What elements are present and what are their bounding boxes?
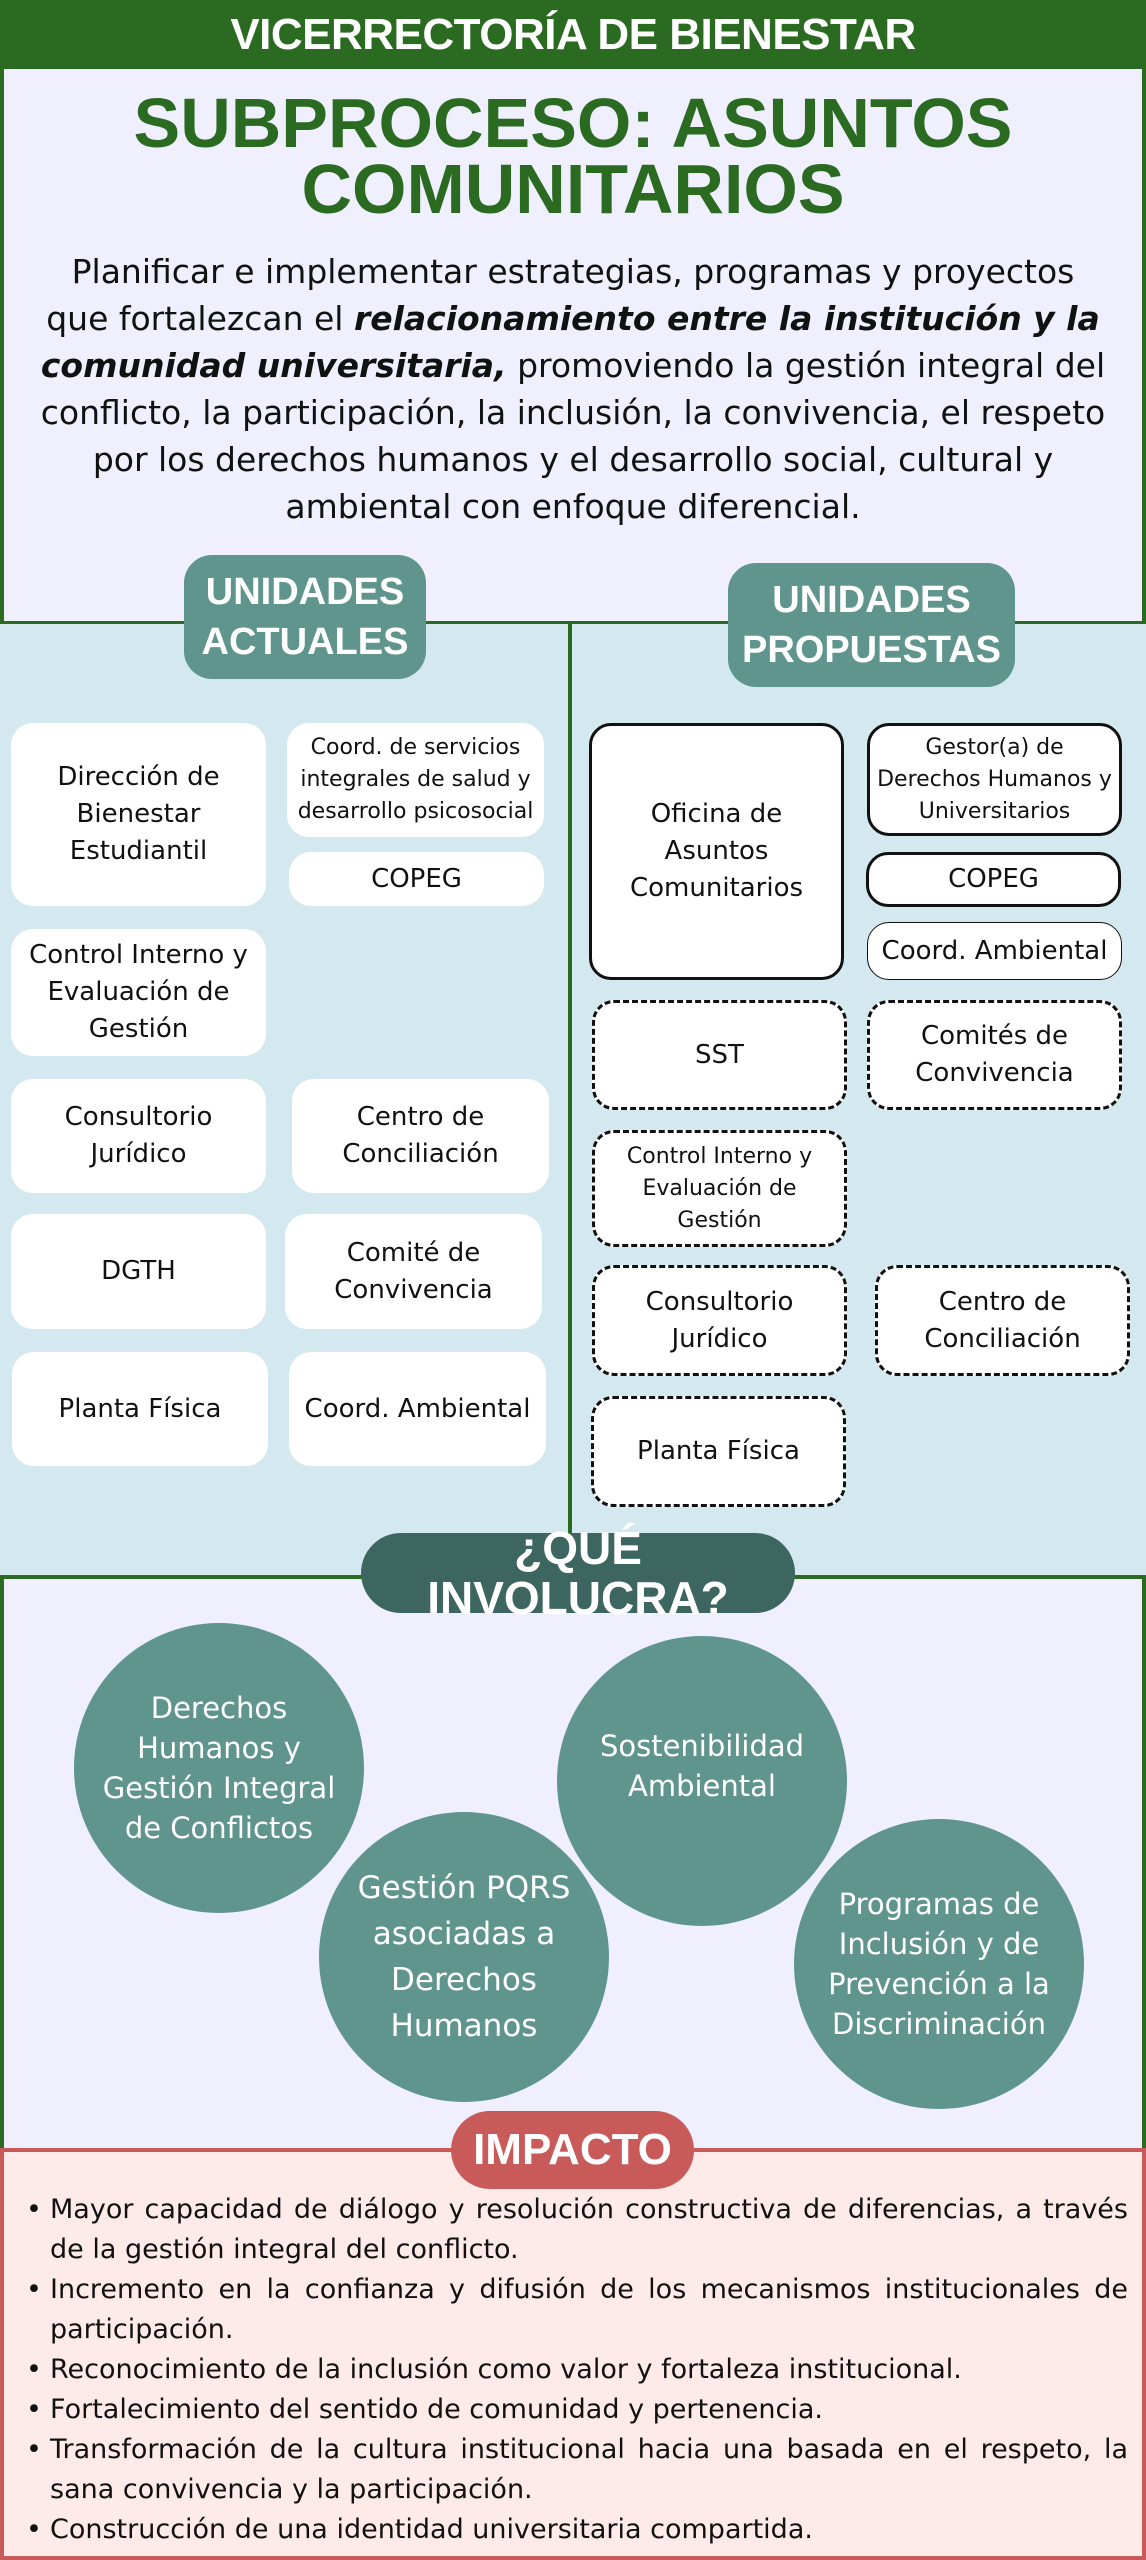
badge-unidades-actuales: UNIDADES ACTUALES [184, 555, 426, 679]
para-text: Planificar e implementar estrategias, pr… [46, 252, 1075, 338]
divider [568, 624, 572, 1576]
unit-box: Gestor(a) de Derechos Humanos y Universi… [867, 723, 1122, 836]
badge-impacto: IMPACTO [451, 2111, 694, 2189]
unit-box: Consultorio Jurídico [11, 1079, 266, 1193]
unit-box: COPEG [289, 852, 544, 906]
unit-box: DGTH [11, 1214, 266, 1329]
unit-box: Coord. de servicios integrales de salud … [287, 723, 544, 837]
unit-box: Planta Física [591, 1396, 846, 1507]
badge-text: ACTUALES [201, 621, 409, 663]
unit-box: Oficina de Asuntos Comunitarios [589, 723, 844, 980]
para-text: promoviendo la gestión integral del conf… [40, 346, 1106, 526]
badge-text: PROPUESTAS [741, 629, 1001, 671]
title-line: COMUNITARIOS [301, 150, 845, 228]
title-line: SUBPROCESO: ASUNTOS [133, 84, 1013, 162]
para-bold: relacionamiento entre la institución y l… [40, 299, 1100, 385]
unit-box: Dirección de Bienestar Estudiantil [11, 723, 266, 906]
impact-list: Mayor capacidad de diálogo y resolución … [26, 2190, 1128, 2550]
involves-circle: Sostenibilidad Ambiental [557, 1636, 847, 1926]
unit-box: Coord. Ambiental [289, 1352, 546, 1466]
impact-item: Reconocimiento de la inclusión como valo… [26, 2350, 1128, 2390]
impact-item: Fortalecimiento del sentido de comunidad… [26, 2390, 1128, 2430]
unit-box: COPEG [866, 852, 1121, 907]
unit-box: Planta Física [12, 1352, 268, 1466]
badge-unidades-propuestas: UNIDADES PROPUESTAS [728, 563, 1015, 687]
unit-box: Control Interno y Evaluación de Gestión [592, 1130, 847, 1247]
involves-circle: Derechos Humanos y Gestión Integral de C… [74, 1623, 364, 1913]
unit-box: Comité de Convivencia [285, 1214, 542, 1329]
unit-box: Centro de Conciliación [875, 1265, 1130, 1376]
unit-box: SST [592, 1000, 847, 1110]
badge-text: UNIDADES [205, 571, 405, 613]
unit-box: Centro de Conciliación [292, 1079, 549, 1193]
header-title: VICERRECTORÍA DE BIENESTAR [0, 0, 1146, 69]
intro-section [0, 69, 1146, 625]
impact-item: Transformación de la cultura institucion… [26, 2430, 1128, 2510]
impact-item: Mayor capacidad de diálogo y resolución … [26, 2190, 1128, 2270]
unit-box: Comités de Convivencia [867, 1000, 1122, 1110]
involves-circle: Programas de Inclusión y de Prevención a… [794, 1819, 1084, 2109]
intro-paragraph: Planificar e implementar estrategias, pr… [40, 248, 1106, 530]
badge-que-involucra: ¿QUÉ INVOLUCRA? [361, 1523, 795, 1623]
unit-box: Coord. Ambiental [867, 922, 1122, 980]
impact-item: Incremento en la confianza y difusión de… [26, 2270, 1128, 2350]
unit-box: Consultorio Jurídico [592, 1265, 847, 1376]
impact-item: Construcción de una identidad universita… [26, 2510, 1128, 2550]
unit-box: Control Interno y Evaluación de Gestión [11, 929, 266, 1056]
page-title: SUBPROCESO: ASUNTOS COMUNITARIOS [0, 84, 1146, 228]
badge-text: UNIDADES [772, 579, 971, 621]
involves-circle: Gestión PQRS asociadas a Derechos Humano… [319, 1812, 609, 2102]
